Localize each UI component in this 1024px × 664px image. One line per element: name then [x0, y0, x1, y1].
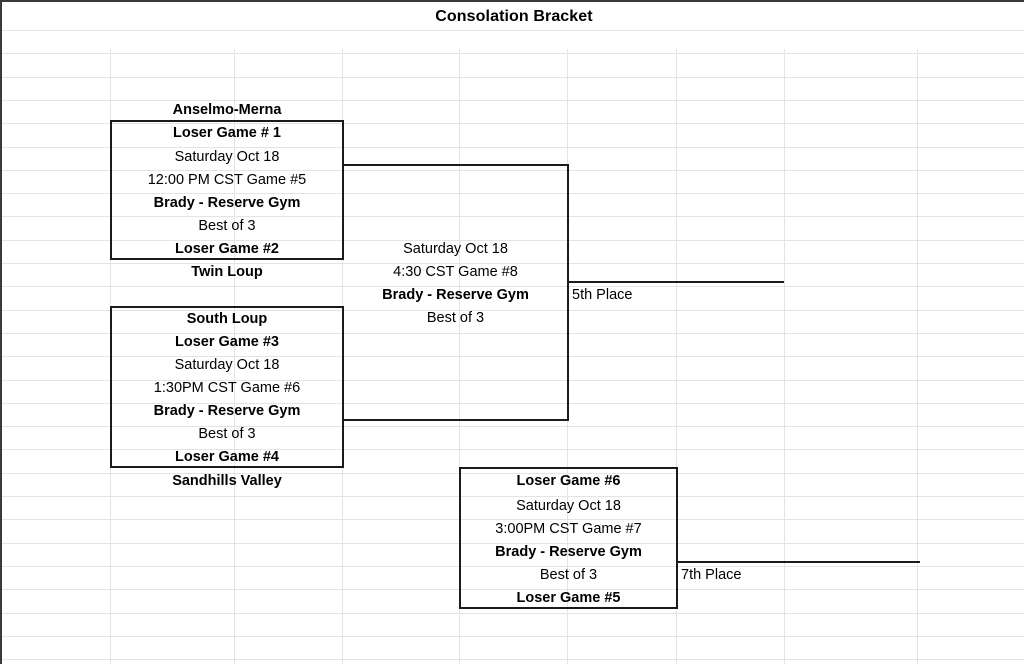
format-game6: Best of 3	[198, 426, 256, 442]
gridline-row	[2, 473, 1024, 474]
gridline-row	[2, 496, 1024, 497]
bracket-top-edge-game8	[342, 164, 569, 166]
slot-bottom-game7: Loser Game #5	[516, 590, 621, 606]
gridline-row	[2, 636, 1024, 637]
gridline-row	[2, 519, 1024, 520]
gridline-column	[676, 49, 677, 664]
gridline-row	[2, 147, 1024, 148]
gridline-row	[2, 449, 1024, 450]
bracket-right-edge-game8	[567, 164, 569, 421]
gridline-column	[917, 49, 918, 664]
bracket-bottom-edge-game7	[459, 607, 678, 609]
gridline-row	[2, 659, 1024, 660]
bracket-top-edge-game5	[110, 120, 344, 122]
page-title: Consolation Bracket	[435, 8, 593, 25]
gridline-row	[2, 543, 1024, 544]
format-game8: Best of 3	[426, 310, 485, 326]
bracket-left-edge-game7	[459, 467, 461, 609]
bracket-result-line-7th	[676, 561, 920, 563]
venue-game6: Brady - Reserve Gym	[153, 403, 301, 419]
placement-label-7th: 7th Place	[681, 567, 742, 583]
slot-top-game7: Loser Game #6	[516, 473, 621, 489]
time-game7: 3:00PM CST Game #7	[495, 521, 642, 537]
gridline-row	[2, 613, 1024, 614]
date-game5: Saturday Oct 18	[174, 149, 280, 165]
bracket-right-edge-game5	[342, 120, 344, 260]
gridline-row	[2, 380, 1024, 381]
gridline-row	[2, 310, 1024, 311]
venue-game5: Brady - Reserve Gym	[153, 195, 301, 211]
bracket-bottom-edge-game5	[110, 258, 344, 260]
gridline-row	[2, 286, 1024, 287]
gridline-row	[2, 333, 1024, 334]
gridline-row	[2, 193, 1024, 194]
time-game6: 1:30PM CST Game #6	[153, 380, 301, 396]
bracket-bottom-edge-game8	[342, 419, 569, 421]
slot-top-game5: Loser Game # 1	[173, 125, 281, 141]
gridline-row	[2, 30, 1024, 31]
bracket-left-edge-game5	[110, 120, 112, 260]
gridline-row	[2, 77, 1024, 78]
time-game8: 4:30 CST Game #8	[393, 264, 518, 280]
seed-top-game5: Anselmo-Merna	[172, 102, 282, 118]
gridline-row	[2, 566, 1024, 567]
date-game8: Saturday Oct 18	[403, 241, 508, 257]
venue-game7: Brady - Reserve Gym	[495, 544, 642, 560]
seed-top-game6: South Loup	[186, 311, 268, 327]
format-game5: Best of 3	[198, 218, 256, 234]
date-game7: Saturday Oct 18	[516, 498, 621, 514]
bracket-bottom-edge-game6	[110, 466, 344, 468]
bracket-right-edge-game7	[676, 467, 678, 609]
seed-bottom-game6: Sandhills Valley	[172, 473, 282, 489]
venue-game8: Brady - Reserve Gym	[382, 287, 529, 303]
bracket-result-line-5th	[567, 281, 784, 283]
gridline-row	[2, 426, 1024, 427]
gridline-row	[2, 589, 1024, 590]
gridline-row	[2, 263, 1024, 264]
bracket-top-edge-game6	[110, 306, 344, 308]
gridline-column	[459, 49, 460, 664]
bracket-top-edge-game7	[459, 467, 678, 469]
bracket-right-edge-game6	[342, 306, 344, 468]
date-game6: Saturday Oct 18	[174, 357, 280, 373]
gridline-row	[2, 53, 1024, 54]
gridline-row	[2, 240, 1024, 241]
placement-label-5th: 5th Place	[572, 287, 633, 303]
bracket-left-edge-game6	[110, 306, 112, 468]
seed-bottom-game5: Twin Loup	[191, 264, 263, 280]
slot-top-game6: Loser Game #3	[175, 334, 279, 350]
gridline-column	[234, 49, 235, 664]
gridline-row	[2, 216, 1024, 217]
format-game7: Best of 3	[539, 567, 598, 583]
slot-bottom-game6: Loser Game #4	[175, 449, 279, 465]
gridline-column	[784, 49, 785, 664]
gridline-row	[2, 170, 1024, 171]
slot-bottom-game5: Loser Game #2	[175, 241, 279, 257]
gridline-row	[2, 123, 1024, 124]
gridline-row	[2, 356, 1024, 357]
time-game5: 12:00 PM CST Game #5	[147, 172, 307, 188]
gridline-row	[2, 403, 1024, 404]
gridline-row	[2, 100, 1024, 101]
